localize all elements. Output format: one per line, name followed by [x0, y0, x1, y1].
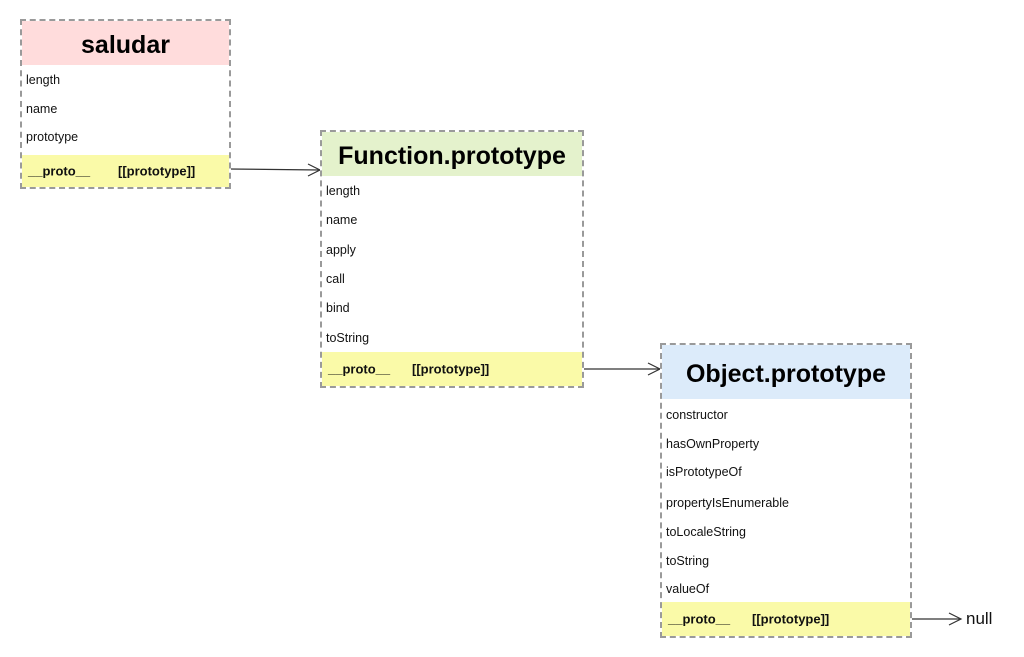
prop-name: name — [26, 102, 58, 116]
proto-key: __proto__ — [328, 361, 391, 377]
object-prototype-title: Object.prototype — [662, 345, 910, 399]
prop-hasownproperty: hasOwnProperty — [666, 437, 760, 451]
proto-row: __proto__ [[prototype]] — [22, 155, 229, 187]
proto-key: __proto__ — [28, 163, 91, 179]
proto-value: [[prototype]] — [752, 611, 830, 627]
prop-length: length — [26, 73, 61, 87]
saludar-title: saludar — [22, 21, 229, 65]
prop-tolocalestring: toLocaleString — [666, 525, 746, 539]
prop-constructor: constructor — [666, 408, 728, 422]
object-prototype-box: Object.prototype constructor hasOwnPrope… — [660, 343, 912, 638]
proto-row: __proto__ [[prototype]] — [662, 602, 910, 636]
prop-propertyisenumerable: propertyIsEnumerable — [666, 496, 789, 510]
null-label: null — [966, 609, 993, 628]
prop-length: length — [326, 184, 361, 198]
prop-tostring: toString — [326, 331, 370, 345]
saludar-box: saludar length name prototype __proto__ … — [20, 19, 231, 189]
arrow-object-to-null-head — [948, 612, 963, 626]
proto-key: __proto__ — [668, 611, 731, 627]
prop-bind: bind — [326, 301, 350, 315]
prop-valueof: valueOf — [666, 582, 710, 596]
prop-call: call — [326, 272, 345, 286]
prop-isprototypeof: isPrototypeOf — [666, 465, 742, 479]
proto-value: [[prototype]] — [118, 163, 196, 179]
prop-tostring: toString — [666, 554, 710, 568]
function-prototype-title: Function.prototype — [322, 132, 582, 176]
function-prototype-box: Function.prototype length name apply cal… — [320, 130, 584, 388]
proto-value: [[prototype]] — [412, 361, 490, 377]
arrow-saludar-to-function — [228, 168, 321, 171]
prop-name: name — [326, 213, 358, 227]
prop-prototype: prototype — [26, 130, 79, 144]
prop-apply: apply — [326, 243, 356, 257]
proto-row: __proto__ [[prototype]] — [322, 352, 582, 386]
